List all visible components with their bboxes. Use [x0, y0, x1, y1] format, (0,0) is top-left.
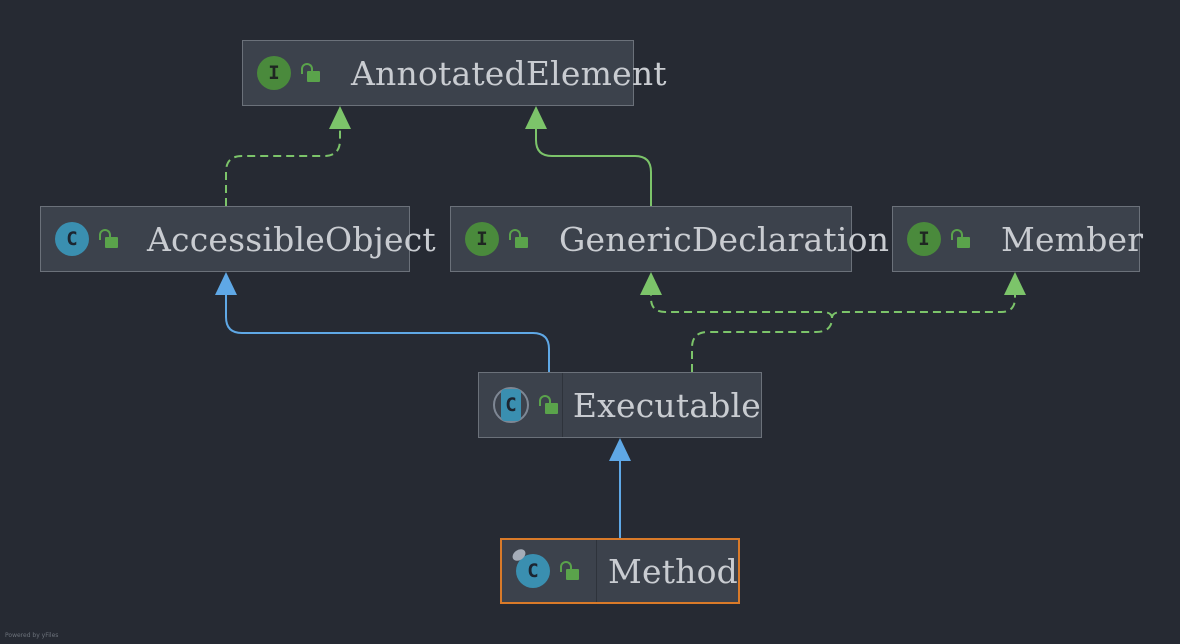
node-label: Method — [607, 551, 738, 591]
node-executable[interactable]: C Executable — [478, 372, 762, 438]
edge-executable-interfaces — [691, 317, 833, 372]
arrowhead-annotatedelement-right — [525, 106, 547, 129]
class-icon: C — [55, 222, 89, 256]
abstract-class-icon: C — [493, 387, 529, 423]
edge-genericdeclaration-annotatedelement — [535, 128, 652, 206]
unlocked-padlock-icon — [951, 228, 973, 250]
node-label: AnnotatedElement — [351, 53, 667, 93]
node-member[interactable]: I Member — [892, 206, 1144, 272]
node-method[interactable]: C Method — [500, 538, 740, 604]
powered-by-footer: Powered by yFiles — [5, 632, 59, 639]
node-accessibleobject[interactable]: C AccessibleObject — [40, 206, 436, 272]
edge-executable-member — [831, 294, 1016, 319]
interface-icon: I — [907, 222, 941, 256]
unlocked-padlock-icon — [539, 394, 561, 416]
node-label: Member — [1001, 219, 1144, 259]
unlocked-padlock-icon — [509, 228, 531, 250]
unlocked-padlock-icon — [301, 62, 323, 84]
arrowhead-accessibleobject — [215, 272, 237, 295]
unlocked-padlock-icon — [99, 228, 121, 250]
final-class-icon: C — [510, 546, 550, 588]
edge-executable-genericdeclaration — [650, 294, 833, 319]
edge-executable-accessibleobject — [225, 294, 550, 372]
interface-icon: I — [257, 56, 291, 90]
arrowhead-member — [1004, 272, 1026, 295]
final-pin-icon — [510, 546, 528, 564]
node-annotatedelement[interactable]: I AnnotatedElement — [242, 40, 667, 106]
arrowhead-annotatedelement-left — [329, 106, 351, 129]
interface-icon: I — [465, 222, 499, 256]
edge-accessibleobject-annotatedelement — [225, 128, 341, 206]
arrowhead-executable — [609, 438, 631, 461]
arrowhead-genericdeclaration — [640, 272, 662, 295]
node-label: GenericDeclaration — [559, 219, 890, 259]
node-label: Executable — [572, 385, 761, 425]
unlocked-padlock-icon — [560, 560, 582, 582]
node-genericdeclaration[interactable]: I GenericDeclaration — [450, 206, 889, 272]
node-label: AccessibleObject — [147, 219, 436, 259]
